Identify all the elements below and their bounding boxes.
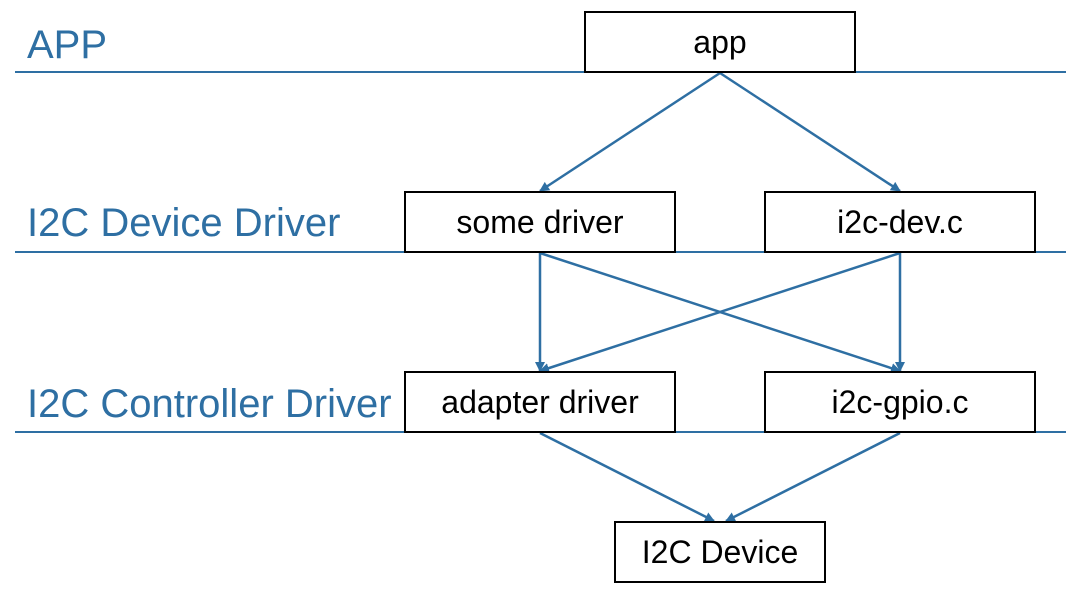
node-i2c-device: I2C Device xyxy=(614,521,826,583)
edge-i2c-dev-to-adapter-driver xyxy=(539,251,901,373)
edge-app-to-some-driver xyxy=(539,71,721,193)
edge-arrows xyxy=(535,71,905,523)
node-i2c-gpio: i2c-gpio.c xyxy=(764,371,1036,433)
edge-app-to-i2c-dev xyxy=(719,71,901,193)
layer-label-controller-driver: I2C Controller Driver xyxy=(27,382,392,426)
layer-label-device-driver: I2C Device Driver xyxy=(27,201,341,245)
layer-label-app: APP xyxy=(27,23,108,67)
node-i2c-dev: i2c-dev.c xyxy=(764,191,1036,253)
node-some-driver: some driver xyxy=(404,191,676,253)
edge-i2c-gpio-to-i2c-device xyxy=(725,431,901,523)
node-app: app xyxy=(584,11,856,73)
node-adapter-driver: adapter driver xyxy=(404,371,676,433)
edge-adapter-driver-to-i2c-device xyxy=(539,431,715,523)
